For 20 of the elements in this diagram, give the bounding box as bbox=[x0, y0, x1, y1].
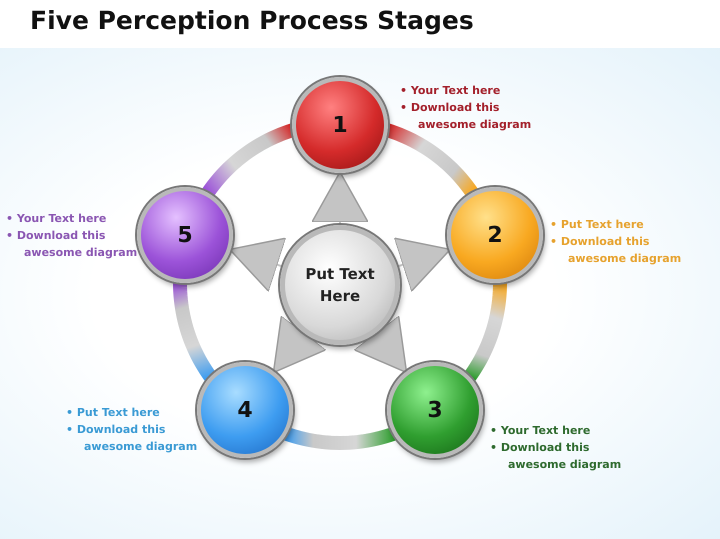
stage-number: 5 bbox=[177, 222, 193, 248]
bullet-text: • Download this awesome diagram bbox=[550, 234, 682, 267]
title: Five Perception Process Stages bbox=[30, 6, 474, 35]
bullet-text: • Your Text here bbox=[400, 83, 502, 99]
stage-number: 2 bbox=[487, 222, 503, 248]
bullet-text: • Download this awesome diagram bbox=[6, 228, 138, 261]
bullet-text: • Put Text here bbox=[550, 217, 645, 233]
center-text: Put Text Here bbox=[304, 264, 376, 307]
stage-number: 1 bbox=[332, 112, 348, 138]
bullet-text: • Your Text here bbox=[490, 423, 592, 439]
bullet-text: • Download this awesome diagram bbox=[490, 440, 622, 473]
star-point-arrow bbox=[353, 315, 408, 374]
bullet-text: • Your Text here bbox=[6, 211, 108, 227]
star-point-arrow bbox=[272, 315, 327, 374]
bullet-text: • Put Text here bbox=[66, 405, 161, 421]
stage-number: 4 bbox=[237, 398, 253, 422]
bullet-text: • Download this awesome diagram bbox=[66, 422, 198, 455]
bullet-text: • Download this awesome diagram bbox=[400, 100, 532, 133]
ring-connector bbox=[284, 427, 396, 450]
stage-number: 3 bbox=[427, 398, 443, 422]
